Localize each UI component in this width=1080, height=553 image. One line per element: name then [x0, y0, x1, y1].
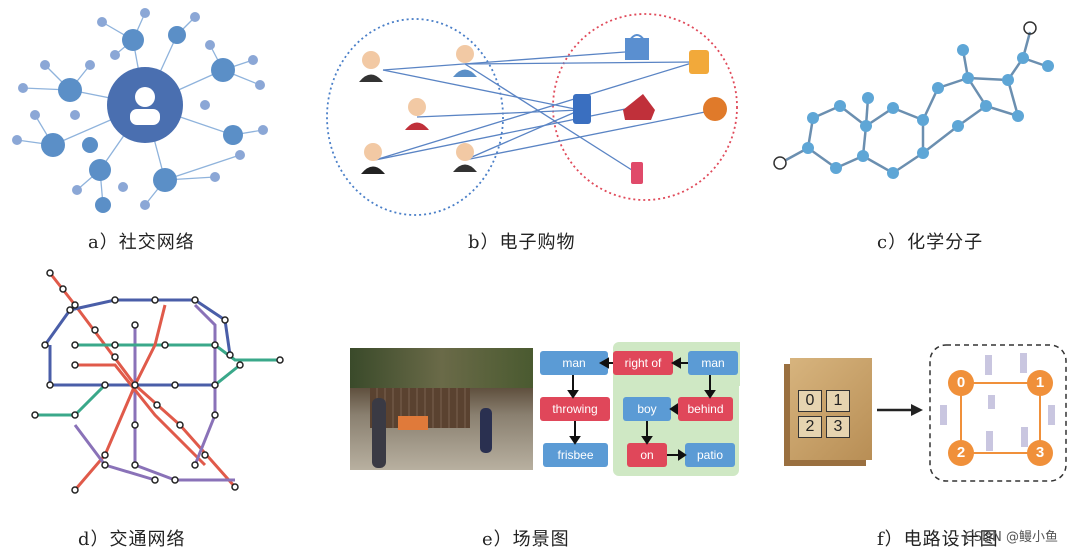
circuit-node-0-label: 0	[957, 374, 965, 391]
circuit-node-2-label: 2	[957, 444, 965, 461]
circuit-node-0	[948, 370, 974, 396]
scene-node-frisbee-label: frisbee	[557, 448, 594, 462]
transport-network-diagram	[31, 269, 284, 494]
scene-node-man2	[688, 351, 738, 375]
scene-node-boy-label: boy	[637, 402, 657, 416]
scene-node-on-label: on	[640, 448, 654, 462]
scene-node-throwing-label: throwing	[552, 402, 598, 416]
scene-graph-diagram	[540, 351, 738, 467]
scene-node-man1-label: man	[562, 356, 586, 370]
caption-f: f）电路设计图	[877, 529, 999, 550]
scene-node-behind-label: behind	[687, 402, 724, 416]
molecule-diagram	[773, 21, 1054, 179]
scene-node-man1	[540, 351, 608, 375]
circuit-node-1	[1027, 370, 1053, 396]
circuit-grid-cell-3: 3	[826, 416, 850, 438]
person-icons	[359, 45, 477, 174]
circuit-node-3-label: 3	[1036, 444, 1044, 461]
social-network-diagram	[12, 8, 268, 213]
scene-node-patio	[685, 443, 735, 467]
e-shopping-diagram	[326, 13, 738, 216]
caption-c: c）化学分子	[877, 232, 984, 253]
circuit-grid-cell-2: 2	[798, 416, 822, 438]
scene-node-throwing	[540, 397, 610, 421]
product-icons	[573, 34, 727, 184]
scene-node-patio-label: patio	[696, 448, 724, 462]
scene-node-on	[627, 443, 667, 467]
scene-node-right-of	[613, 351, 673, 375]
scene-node-behind	[678, 397, 733, 421]
circuit-node-1-label: 1	[1036, 374, 1044, 391]
circuit-node-3	[1027, 440, 1053, 466]
scene-node-right-of-label: right of	[624, 356, 662, 370]
caption-a: a）社交网络	[88, 232, 195, 253]
caption-e: e）场景图	[482, 529, 570, 550]
circuit-arrow	[877, 404, 923, 416]
caption-b: b）电子购物	[468, 232, 576, 253]
circuit-graph: 0 1 2 3	[929, 344, 1067, 482]
caption-d: d）交通网络	[78, 529, 186, 550]
scene-node-boy	[623, 397, 671, 421]
circuit-grid-cell-0: 0	[798, 390, 822, 412]
scene-photo	[350, 348, 533, 470]
scene-node-man2-label: man	[701, 356, 725, 370]
circuit-node-2	[948, 440, 974, 466]
circuit-grid-cell-1: 1	[826, 390, 850, 412]
scene-node-frisbee	[543, 443, 608, 467]
watermark: CSDN @鳗小鱼	[964, 530, 1058, 545]
